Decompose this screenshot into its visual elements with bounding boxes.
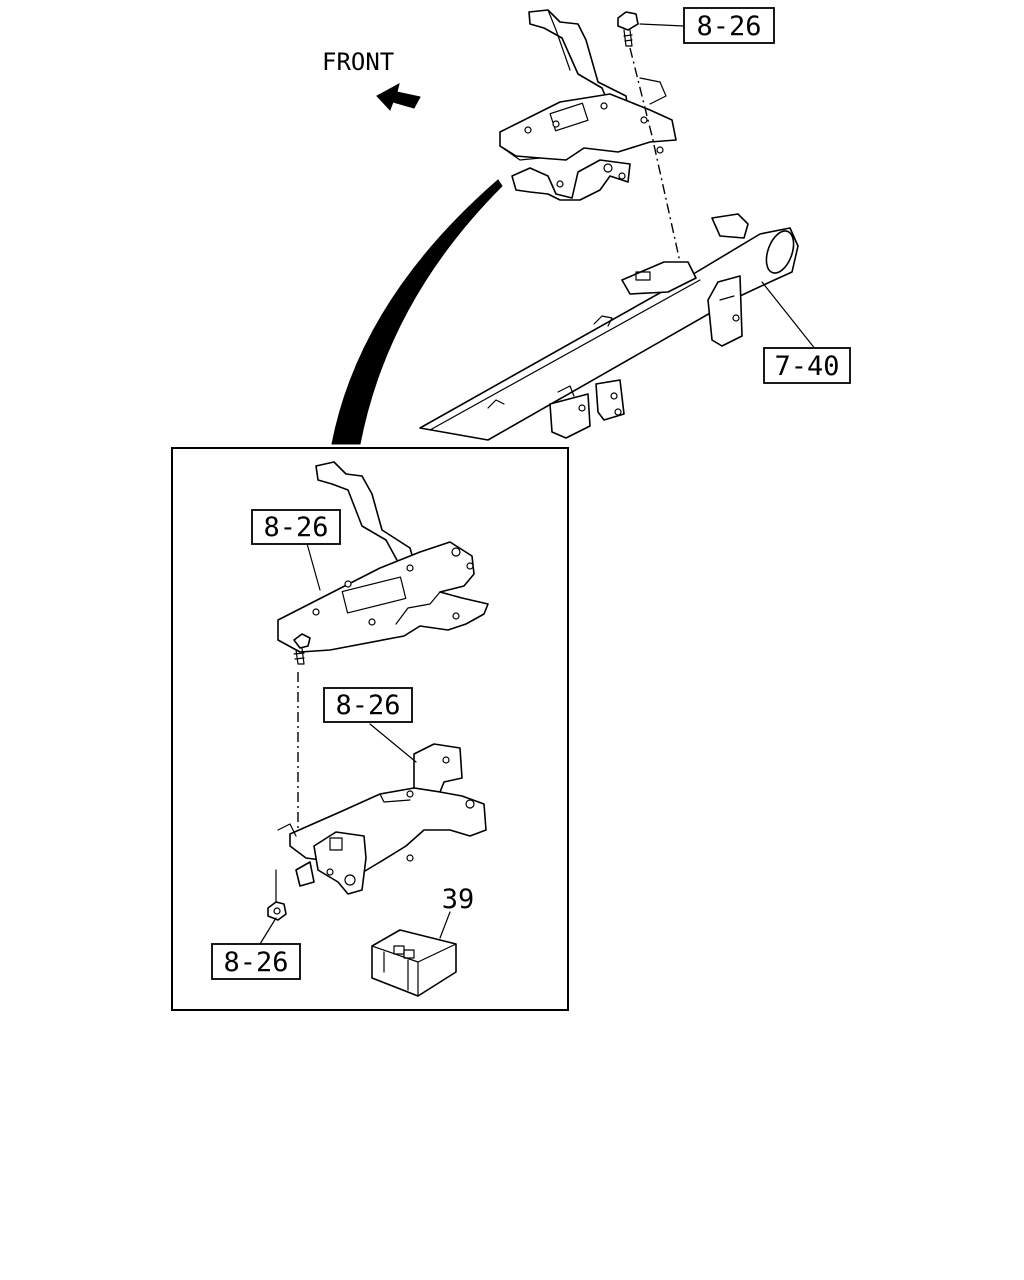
detail-frame: [171, 447, 569, 1011]
callout-lower-bracket-text: 8-26: [335, 690, 400, 721]
relay-39: [371, 929, 457, 997]
callout-nut: 8-26: [211, 943, 301, 980]
front-indicator: FRONT: [322, 48, 421, 111]
callout-upper-bracket-text: 8-26: [263, 512, 328, 543]
callout-crossmember-text: 7-40: [774, 351, 839, 382]
arrow-icon: [376, 83, 421, 111]
callout-nut-text: 8-26: [223, 947, 288, 978]
callout-bolt-top-text: 8-26: [696, 11, 761, 42]
callout-bolt-top: 8-26: [683, 7, 775, 44]
callout-relay-text: 39: [442, 884, 475, 915]
crossmember: [419, 213, 799, 441]
callout-crossmember: 7-40: [763, 347, 851, 384]
callout-upper-bracket: 8-26: [251, 509, 341, 545]
front-label: FRONT: [322, 48, 394, 76]
callout-lower-bracket: 8-26: [323, 687, 413, 723]
detail-upper-bracket: [277, 461, 489, 665]
bolt-top: [617, 11, 639, 47]
detail-link-arrow: [331, 179, 503, 445]
detail-lower-bracket: [277, 743, 487, 895]
nut: [267, 869, 287, 921]
upper-bracket-assembly: [499, 9, 677, 201]
